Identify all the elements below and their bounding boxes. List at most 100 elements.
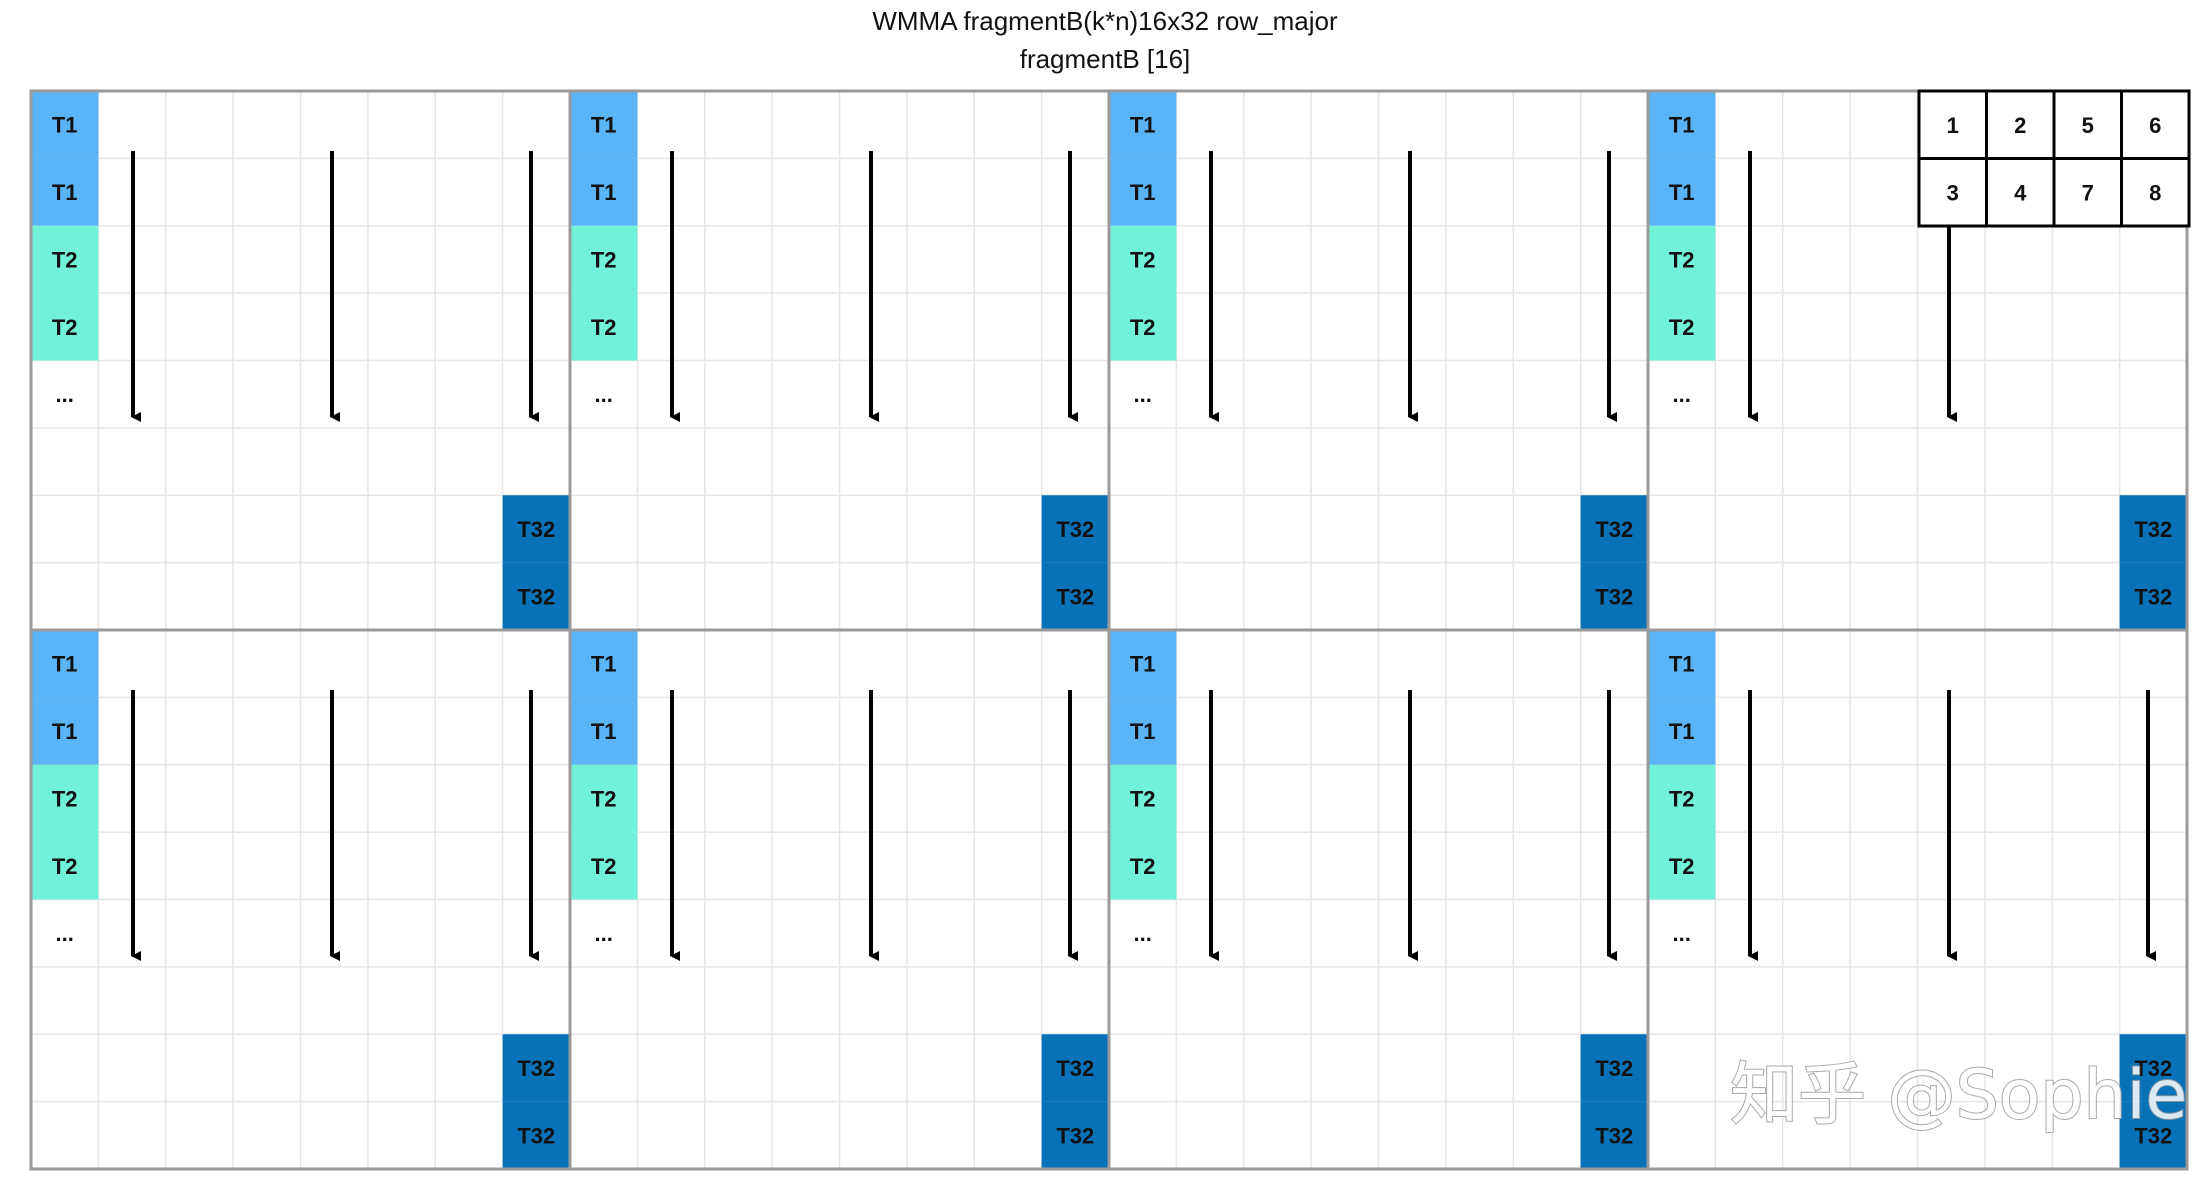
cell-t32-label: T32 [1595, 584, 1633, 609]
cell-ellipsis: ... [595, 921, 613, 946]
cell-t32: T32 [502, 1101, 570, 1169]
cell-t32-fill [502, 495, 570, 563]
cell-t2: T2 [31, 764, 99, 833]
cell-t2: T2 [1648, 832, 1716, 900]
cell-t2-fill [1109, 293, 1177, 361]
cell-t2-fill [1109, 225, 1177, 294]
cell-t32-label: T32 [517, 1056, 555, 1081]
cell-t2-fill [570, 293, 638, 361]
cell-t2-fill [31, 764, 99, 833]
legend-cell-label: 3 [1947, 180, 1959, 205]
cell-t2: T2 [1648, 225, 1716, 294]
cell-t1: T1 [31, 158, 99, 226]
cell-t2: T2 [1648, 764, 1716, 833]
cell-t32-fill [1041, 495, 1109, 563]
cell-t32-label: T32 [1056, 584, 1094, 609]
cell-t1: T1 [1109, 158, 1177, 226]
cell-t1-label: T1 [591, 180, 617, 205]
cell-t1-label: T1 [52, 113, 78, 138]
cell-t32: T32 [1580, 1034, 1648, 1102]
cell-t1-fill [570, 697, 638, 765]
cell-t2-fill [1109, 764, 1177, 833]
arrows-layer [131, 151, 2156, 961]
cell-t32-fill [1041, 1101, 1109, 1169]
cell-t32-fill [502, 1101, 570, 1169]
legend-cell-label: 1 [1947, 113, 1959, 138]
cell-ellipsis-label: ... [56, 921, 74, 946]
cell-t1-fill [570, 91, 638, 159]
cell-t1-label: T1 [1669, 113, 1695, 138]
cell-t32-label: T32 [1056, 1056, 1094, 1081]
cell-t32: T32 [2119, 1034, 2187, 1102]
cell-t32-label: T32 [517, 517, 555, 542]
cell-t2: T2 [1648, 293, 1716, 361]
cell-ellipsis: ... [595, 382, 613, 407]
cell-t1: T1 [1109, 630, 1177, 698]
cell-t1-fill [31, 91, 99, 159]
cell-ellipsis-label: ... [1673, 921, 1691, 946]
cell-t32: T32 [2119, 1101, 2187, 1169]
cell-t2: T2 [31, 832, 99, 900]
cell-t2-label: T2 [591, 854, 617, 879]
cell-ellipsis: ... [1673, 382, 1691, 407]
cell-t2-label: T2 [1669, 786, 1695, 811]
cell-t1: T1 [31, 91, 99, 159]
cell-t32-fill [502, 562, 570, 630]
cell-t2: T2 [570, 832, 638, 900]
cell-t1-label: T1 [591, 719, 617, 744]
cell-t1: T1 [570, 158, 638, 226]
cell-t32-label: T32 [1595, 1056, 1633, 1081]
cell-t1-label: T1 [591, 113, 617, 138]
cell-t1-label: T1 [1130, 113, 1156, 138]
cell-t2: T2 [1109, 225, 1177, 294]
cell-ellipsis: ... [1673, 921, 1691, 946]
cell-ellipsis: ... [56, 921, 74, 946]
cell-t1-fill [570, 158, 638, 226]
cell-t1: T1 [1648, 91, 1716, 159]
cell-t2-fill [570, 225, 638, 294]
cell-ellipsis-label: ... [1134, 382, 1152, 407]
cell-t2-fill [1109, 832, 1177, 900]
cell-t32-fill [1580, 495, 1648, 563]
cell-t1-fill [31, 158, 99, 226]
cell-t32: T32 [2119, 495, 2187, 563]
title-line-2: fragmentB [16] [1020, 44, 1191, 74]
cell-t32-fill [1580, 1101, 1648, 1169]
cell-t1: T1 [1648, 630, 1716, 698]
cell-t2-fill [1648, 225, 1716, 294]
cell-t1-label: T1 [1669, 719, 1695, 744]
cell-t32-label: T32 [517, 1123, 555, 1148]
cell-t2: T2 [1109, 293, 1177, 361]
cell-ellipsis-label: ... [1134, 921, 1152, 946]
cell-t32-fill [2119, 562, 2187, 630]
cell-ellipsis: ... [1134, 921, 1152, 946]
fragment-block-border [1646, 628, 2189, 1171]
cell-t32-label: T32 [1056, 517, 1094, 542]
cell-t1: T1 [31, 697, 99, 765]
cell-t1: T1 [570, 630, 638, 698]
legend-cell-label: 6 [2149, 113, 2161, 138]
cell-t1: T1 [1109, 91, 1177, 159]
legend-cell [2120, 89, 2191, 160]
cell-t32-label: T32 [2134, 1056, 2172, 1081]
block-borders [29, 89, 2189, 1171]
cell-ellipsis: ... [56, 382, 74, 407]
cell-t1: T1 [1109, 697, 1177, 765]
cell-t2-label: T2 [1130, 247, 1156, 272]
cell-t2-label: T2 [1669, 854, 1695, 879]
title-line-1: WMMA fragmentB(k*n)16x32 row_major [872, 6, 1338, 36]
cell-t2-label: T2 [591, 315, 617, 340]
cell-t32-label: T32 [1595, 517, 1633, 542]
cell-t2-fill [31, 225, 99, 294]
cell-t32-fill [1041, 1034, 1109, 1102]
legend-cell-label: 2 [2014, 113, 2026, 138]
cell-t2: T2 [1109, 764, 1177, 833]
cell-t2-fill [570, 764, 638, 833]
cell-t1-label: T1 [1130, 652, 1156, 677]
cell-t32: T32 [502, 562, 570, 630]
cell-t1-fill [1648, 158, 1716, 226]
cell-t32: T32 [502, 1034, 570, 1102]
cell-t2: T2 [570, 764, 638, 833]
